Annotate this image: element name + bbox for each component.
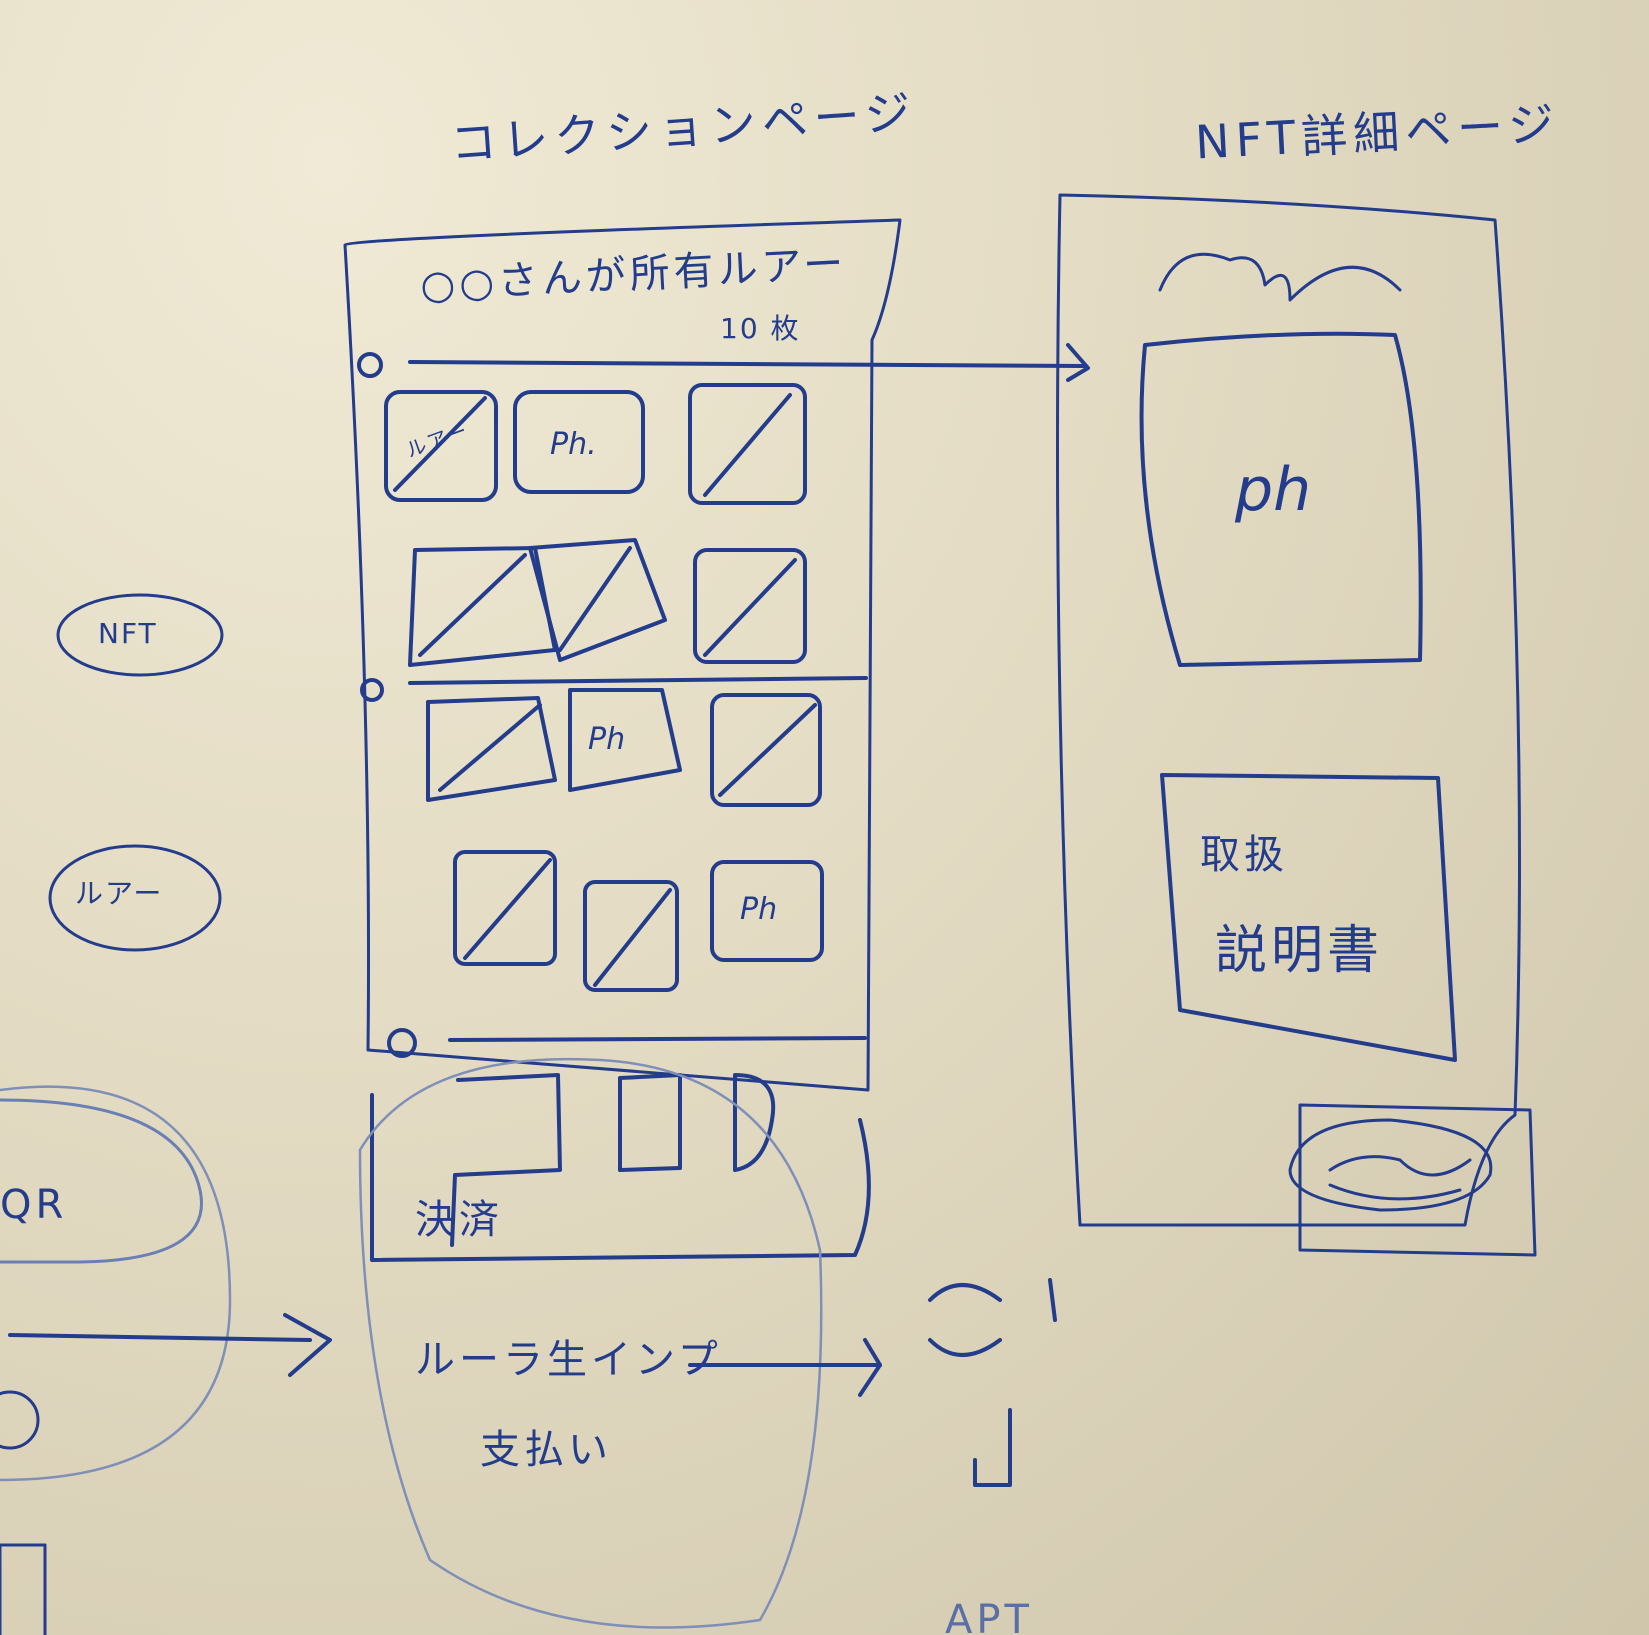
section-marker-1 <box>357 352 383 378</box>
header-squiggle <box>1158 252 1402 302</box>
nft-image-frame <box>1139 331 1423 667</box>
thumb-label-ph-2: Ph <box>588 722 626 757</box>
payment-blob <box>358 1057 823 1629</box>
thumb-r1c1 <box>384 390 498 502</box>
collection-count: 10 枚 <box>720 312 801 345</box>
bubble-lure <box>48 844 222 952</box>
bubble-label-lure: ルアー <box>75 877 164 910</box>
nft-desc-frame <box>1160 773 1457 1062</box>
thumb-r3c2 <box>568 688 682 792</box>
payment-note-line-2: 支払い <box>480 1427 612 1473</box>
scribbled-button <box>1288 1103 1537 1257</box>
thumb-r2c2 <box>528 538 667 662</box>
collection-page-frame <box>343 218 902 1092</box>
thumb-label-ph-3: Ph <box>740 892 778 927</box>
bubble-label-nft: NFT <box>98 617 158 650</box>
nft-image-label: ph <box>1235 455 1312 525</box>
thumb-r1c2 <box>513 390 645 494</box>
bottom-section-frame <box>370 1093 871 1262</box>
nft-desc-line-1: 取扱 <box>1200 832 1288 878</box>
thumb-r2c1 <box>408 546 557 667</box>
refresh-glyph <box>928 1278 1057 1357</box>
thumb-label-ph-1: Ph. <box>550 427 597 462</box>
thumb-r4c1 <box>453 850 557 966</box>
bubble-nft <box>56 593 224 677</box>
thumb-r1c3 <box>688 383 807 505</box>
thumb-r4c3 <box>710 860 824 962</box>
thumb-r3c3 <box>710 693 822 807</box>
thumb-r3c1 <box>426 696 557 802</box>
nft-desc-line-2: 説明書 <box>1215 921 1384 981</box>
nft-page-frame <box>1056 193 1521 1227</box>
section-marker-3 <box>387 1028 417 1058</box>
thumb-r2c3 <box>693 548 807 664</box>
thumb-r4c2 <box>583 880 679 992</box>
bubble-label-qr: QR <box>0 1182 68 1228</box>
section-marker-2 <box>360 678 384 702</box>
bottom-label: APT <box>945 1597 1033 1635</box>
payment-note-line-1: ルーラ生インプ <box>415 1337 722 1383</box>
checkout-button-label: 決済 <box>415 1197 503 1243</box>
bubble-qr <box>0 1098 203 1264</box>
